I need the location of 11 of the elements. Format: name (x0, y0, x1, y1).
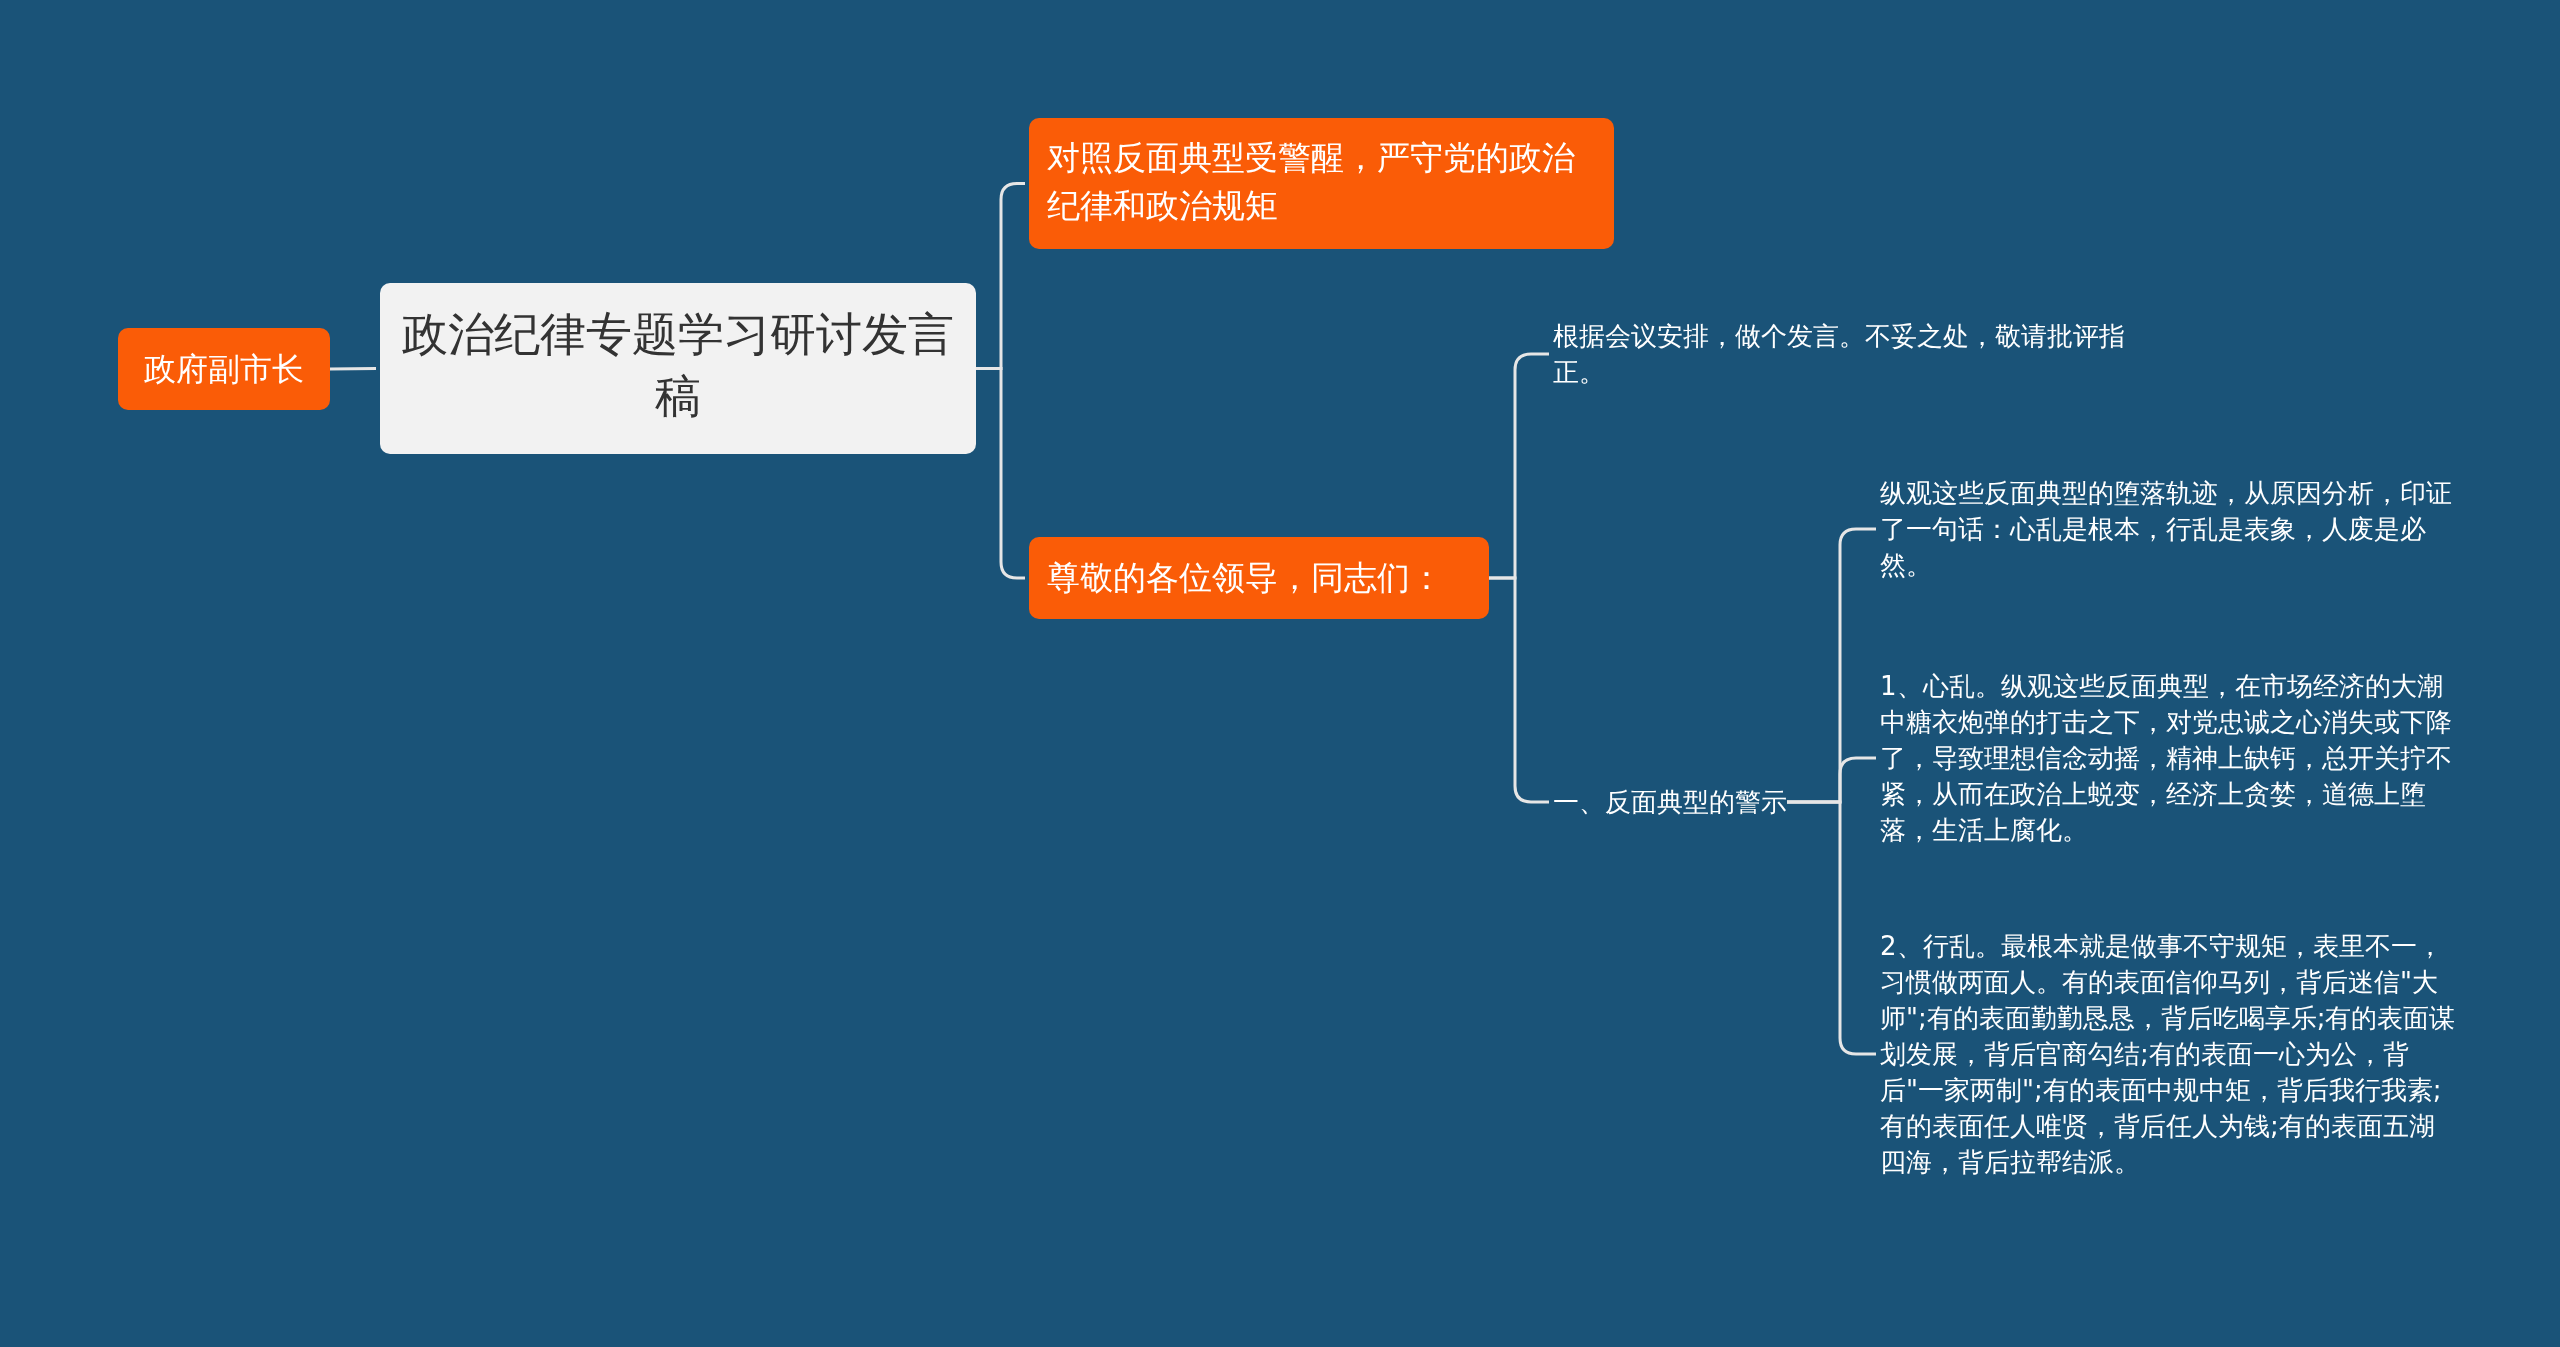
note-text: 1、心乱。纵观这些反面典型，在市场经济的大潮中糖衣炮弹的打击之下，对党忠诚之心消失或下降了，导致理想信念动摇，精神上缺钙，总开关拧不紧，从而在政治上蜕变，经济上贪婪，道德上堕落，生活上腐化。 (1880, 668, 2460, 848)
note-text: 一、反面典型的警示 (1553, 784, 1787, 820)
note-text: 2、行乱。最根本就是做事不守规矩，表里不一，习惯做两面人。有的表面信仰马列，背后迷信"大师";有的表面勤勤恳恳，背后吃喝享乐;有的表面谋划发展，背后官商勾结;有的表面一心为公，背后"一家两制";有的表面中规中矩，背后我行我素;有的表面任人唯贤，背后任人为钱;有的表面五湖四海，背后拉帮结派。 (1880, 928, 2460, 1180)
topic-box: 政治纪律专题学习研讨发言稿 (380, 283, 976, 454)
note-text: 纵观这些反面典型的堕落轨迹，从原因分析，印证了一句话：心乱是根本，行乱是表象，人废是必然。 (1880, 475, 2460, 583)
note-text: 根据会议安排，做个发言。不妥之处，敬请批评指正。 (1553, 318, 2133, 390)
connector-line (330, 367, 376, 371)
topic-box: 尊敬的各位领导，同志们： (1029, 537, 1489, 619)
topic-box: 对照反面典型受警醒，严守党的政治纪律和政治规矩 (1029, 118, 1614, 249)
role-box: 政府副市长 (118, 328, 330, 410)
connector-line (1787, 800, 1876, 1056)
